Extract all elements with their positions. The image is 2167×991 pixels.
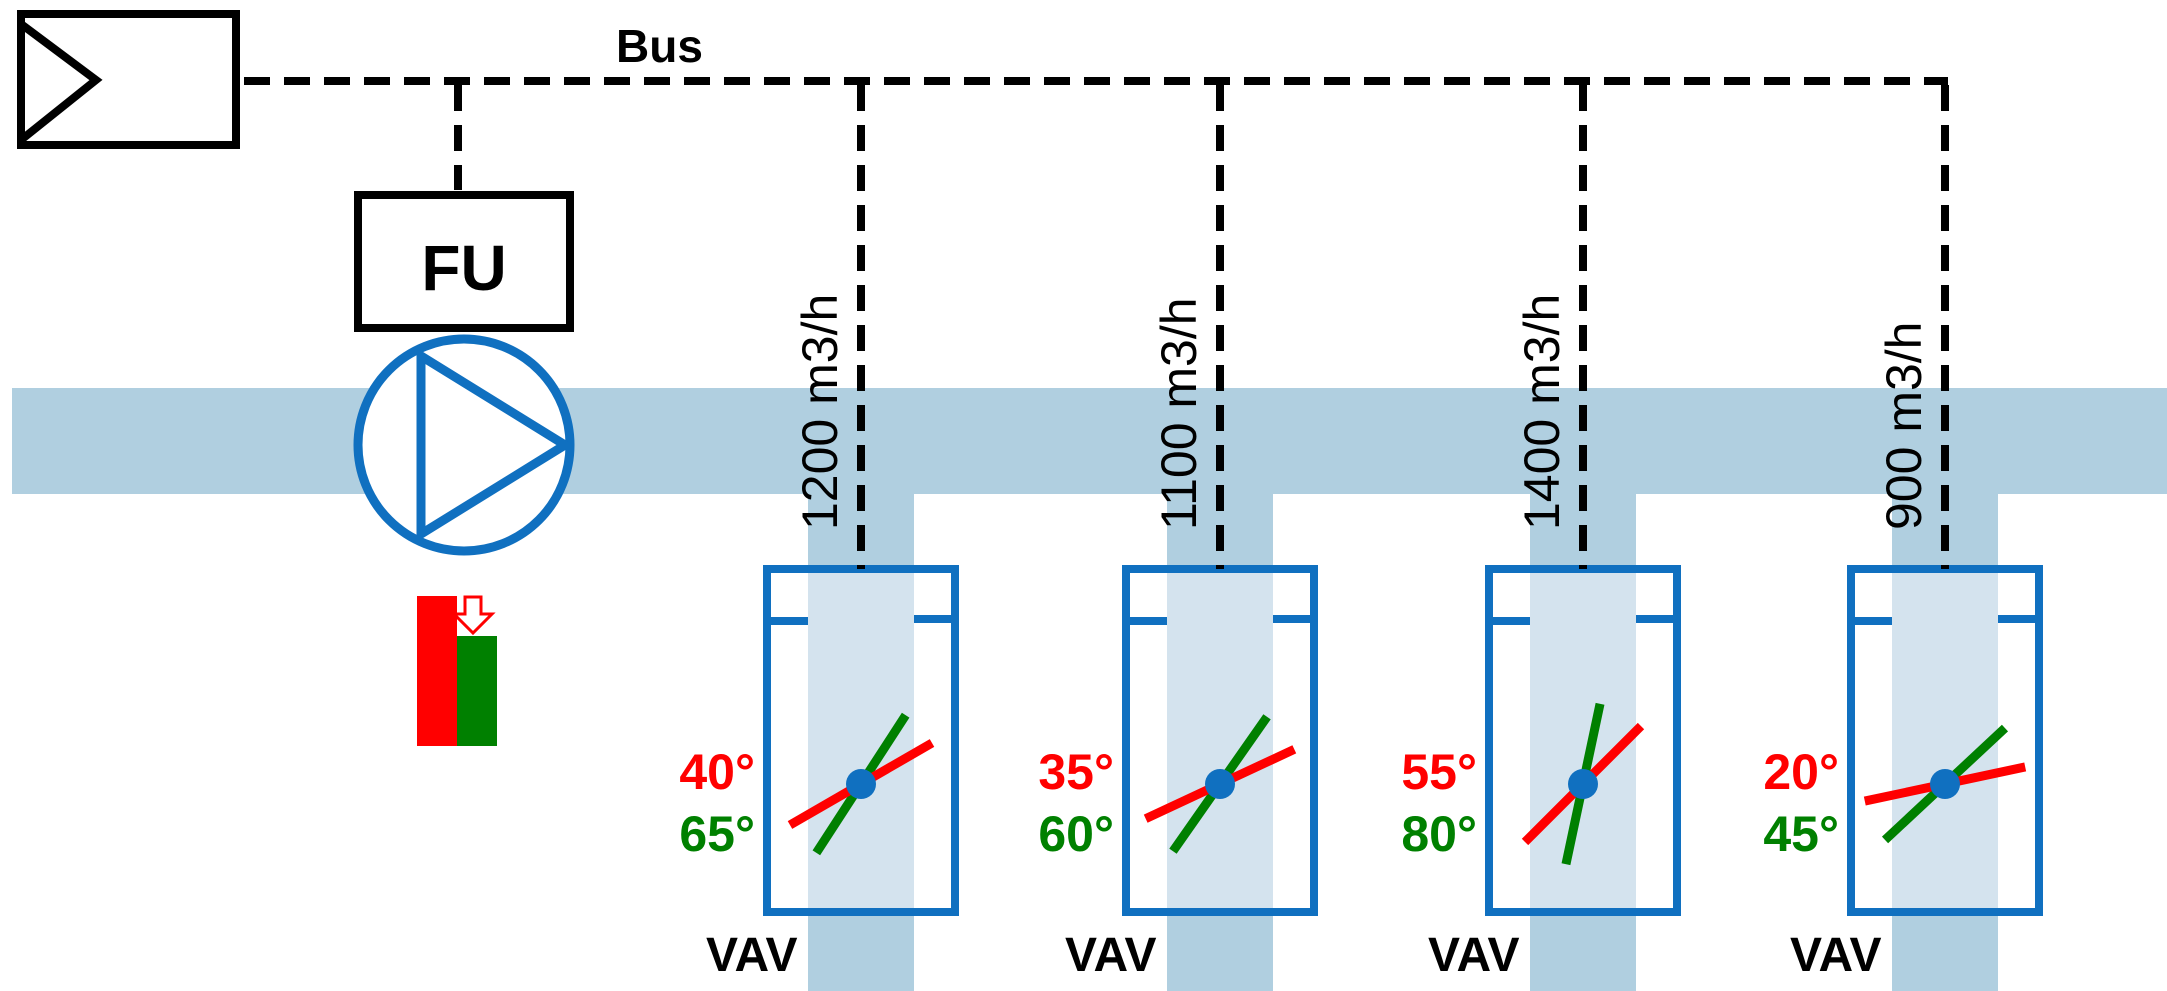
target-angle-label: 65° — [679, 806, 755, 862]
flow-label: 900 m3/h — [1876, 322, 1932, 530]
target-angle-label: 45° — [1763, 806, 1839, 862]
damper-pivot — [1568, 769, 1598, 799]
current-speed-bar — [417, 596, 457, 746]
play-icon — [18, 20, 103, 144]
target-angle-label: 80° — [1401, 806, 1477, 862]
vav-label: VAV — [1790, 929, 1882, 982]
vav-label: VAV — [1428, 929, 1520, 982]
damper-pivot — [1205, 769, 1235, 799]
vav-unit-1[interactable]: 40° 65° VAV 1200 m3/h — [679, 85, 959, 991]
actual-angle-label: 40° — [679, 744, 755, 800]
main-duct — [12, 388, 2167, 494]
vav-label: VAV — [1065, 929, 1157, 982]
vav-unit-3[interactable]: 55° 80° VAV 1400 m3/h — [1401, 85, 1681, 991]
vav-unit-4[interactable]: 20° 45° VAV 900 m3/h — [1763, 85, 2043, 991]
flow-label: 1100 m3/h — [1151, 297, 1207, 530]
down-arrow-icon — [450, 595, 496, 636]
bus-label: Bus — [616, 20, 703, 72]
damper-pivot — [846, 769, 876, 799]
actual-angle-label: 35° — [1038, 744, 1114, 800]
pump-icon[interactable] — [353, 334, 575, 556]
vav-layer: 40° 65° VAV 1200 m3/h 35° 60° VAV 1100 m3/h 55° 8… — [679, 85, 2043, 991]
vav-inner-duct — [1530, 572, 1636, 909]
vav-inner-duct — [1892, 572, 1998, 909]
vav-inner-duct — [808, 572, 914, 909]
speed-indicator — [417, 595, 497, 746]
vav-inner-duct — [1167, 572, 1273, 909]
target-angle-label: 60° — [1038, 806, 1114, 862]
target-speed-bar — [457, 636, 497, 746]
vav-unit-2[interactable]: 35° 60° VAV 1100 m3/h — [1038, 85, 1318, 991]
flow-label: 1400 m3/h — [1514, 294, 1570, 530]
controller-box[interactable] — [17, 10, 240, 149]
frequency-unit[interactable]: FU — [354, 191, 574, 332]
flow-label: 1200 m3/h — [792, 294, 848, 530]
actual-angle-label: 20° — [1763, 744, 1839, 800]
fu-label: FU — [421, 232, 506, 304]
damper-pivot — [1930, 769, 1960, 799]
vav-label: VAV — [706, 929, 798, 982]
bus-line — [244, 77, 1948, 190]
actual-angle-label: 55° — [1401, 744, 1477, 800]
